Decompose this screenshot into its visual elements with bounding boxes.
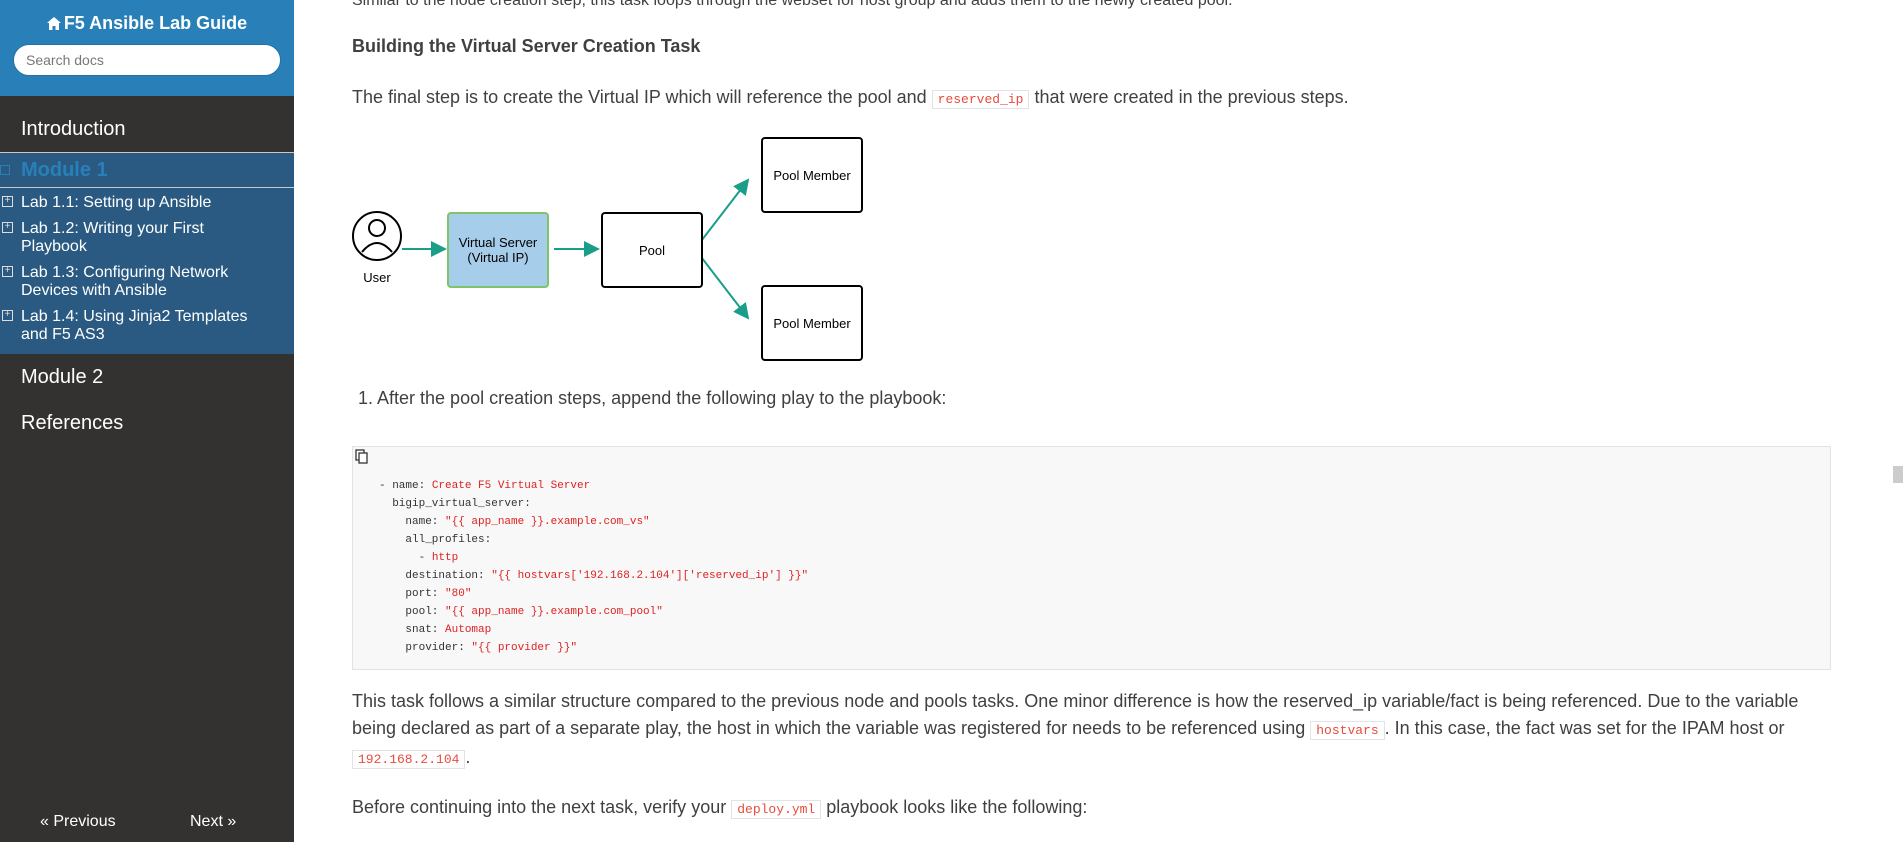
- nav-item-lab-1-4[interactable]: + Lab 1.4: Using Jinja2 Templates and F5…: [0, 304, 294, 348]
- code-value: "{{ app_name }}.example.com_pool": [445, 606, 663, 618]
- arrow-pool-to-member1: [694, 178, 750, 250]
- arrow-pool-to-member2: [694, 248, 750, 320]
- architecture-diagram: User Virtual Server (Virtual IP) Pool Po…: [352, 128, 872, 368]
- code-key: bigip_virtual_server:: [379, 498, 531, 510]
- nav-item-lab-1-1[interactable]: + Lab 1.1: Setting up Ansible: [0, 188, 294, 216]
- section-heading: Building the Virtual Server Creation Tas…: [352, 36, 701, 56]
- nav-item-module2[interactable]: Module 2: [21, 366, 104, 388]
- pager: « Previous Next »: [0, 802, 294, 842]
- diagram-connectors: [352, 178, 750, 320]
- nav-item-lab-1-3[interactable]: + Lab 1.3: Configuring Network Devices w…: [0, 260, 294, 304]
- main-content: Similar to the node creation step, this …: [294, 0, 1903, 842]
- code-dash: - name:: [379, 480, 432, 492]
- code-key: snat:: [379, 624, 446, 636]
- inline-code-hostvars: hostvars: [1310, 721, 1385, 740]
- previous-link[interactable]: « Previous: [40, 813, 116, 830]
- pool-member-box-1: Pool Member: [761, 137, 863, 213]
- next-link[interactable]: Next »: [190, 813, 237, 830]
- code-key: provider:: [379, 642, 472, 654]
- user-icon: [352, 211, 402, 261]
- code-dash: -: [379, 552, 432, 564]
- code-key: name:: [379, 516, 446, 528]
- explanation-paragraph: This task follows a similar structure co…: [352, 688, 1832, 773]
- code-value: "80": [445, 588, 472, 600]
- code-key: all_profiles:: [379, 534, 492, 546]
- para-text: This task follows a similar structure co…: [352, 691, 1799, 738]
- user-label: User: [363, 270, 391, 285]
- brand-link[interactable]: F5 Ansible Lab Guide: [0, 0, 294, 34]
- code-value: Create F5 Virtual Server: [431, 480, 591, 492]
- verify-paragraph: Before continuing into the next task, ve…: [352, 794, 1832, 823]
- plus-icon[interactable]: +: [2, 196, 13, 207]
- pool-box: Pool: [601, 212, 703, 288]
- vs-label-line2: (Virtual IP): [467, 250, 529, 265]
- nav-item-label: Lab 1.4: Using Jinja2 Templates and F5 A…: [21, 308, 248, 343]
- para-text: .: [465, 747, 471, 767]
- copy-icon[interactable]: [355, 449, 369, 465]
- inline-code-reserved-ip: reserved_ip: [931, 90, 1030, 109]
- plus-icon[interactable]: +: [2, 266, 13, 277]
- intro-text: The final step is to create the Virtual …: [352, 87, 932, 107]
- scrollbar-thumb[interactable]: [1893, 466, 1903, 483]
- nav-item-label: Lab 1.3: Configuring Network Devices wit…: [21, 264, 229, 299]
- brand-title: F5 Ansible Lab Guide: [63, 13, 248, 33]
- nav-item-label: Lab 1.2: Writing your First Playbook: [21, 220, 204, 255]
- nav-item-label: Lab 1.1: Setting up Ansible: [21, 194, 212, 211]
- para-text: Before continuing into the next task, ve…: [352, 797, 732, 817]
- code-value: "{{ app_name }}.example.com_vs": [445, 516, 650, 528]
- nav-item-lab-1-2[interactable]: + Lab 1.2: Writing your First Playbook: [0, 216, 294, 260]
- module1-subnav: + Lab 1.1: Setting up Ansible + Lab 1.2:…: [0, 188, 294, 354]
- plus-icon[interactable]: +: [2, 222, 13, 233]
- nav-item-introduction[interactable]: Introduction: [21, 118, 126, 140]
- minus-icon[interactable]: [0, 165, 10, 175]
- sidebar: F5 Ansible Lab Guide Introduction Module…: [0, 0, 294, 842]
- sidebar-nav: Introduction Module 1 + Lab 1.1: Setting…: [0, 106, 294, 446]
- code-value: "{{ provider }}": [471, 642, 578, 654]
- nav-item-module1[interactable]: Module 1: [0, 152, 294, 188]
- previous-paragraph-fragment: Similar to the node creation step, this …: [352, 0, 1233, 9]
- sidebar-header: F5 Ansible Lab Guide: [0, 0, 294, 96]
- code-key: port:: [379, 588, 446, 600]
- nav-item-references[interactable]: References: [21, 412, 124, 434]
- intro-text-end: that were created in the previous steps.: [1029, 87, 1349, 107]
- code-block: - name: Create F5 Virtual Server bigip_v…: [352, 446, 1831, 670]
- para-text: . In this case, the fact was set for the…: [1384, 718, 1785, 738]
- code-value: http: [431, 552, 459, 564]
- pool-member-box-2: Pool Member: [761, 285, 863, 361]
- virtual-server-box: Virtual Server (Virtual IP): [447, 212, 549, 288]
- page-scrollbar[interactable]: [1889, 0, 1903, 842]
- plus-icon[interactable]: +: [2, 310, 13, 321]
- inline-code-ip: 192.168.2.104: [352, 750, 466, 769]
- code-value: "{{ hostvars['192.168.2.104']['reserved_…: [491, 570, 809, 582]
- code-key: destination:: [379, 570, 492, 582]
- code-content: - name: Create F5 Virtual Server bigip_v…: [379, 477, 808, 657]
- para-text: playbook looks like the following:: [821, 797, 1088, 817]
- vs-label-line1: Virtual Server: [458, 235, 538, 250]
- virtual-server-label: Virtual Server (Virtual IP): [459, 235, 538, 265]
- intro-paragraph: The final step is to create the Virtual …: [352, 84, 1349, 113]
- step-1-text: 1. After the pool creation steps, append…: [358, 388, 947, 408]
- code-value: Automap: [445, 624, 492, 636]
- search-input[interactable]: [13, 44, 281, 76]
- inline-code-deploy-yml: deploy.yml: [731, 800, 822, 819]
- home-icon: [46, 17, 61, 30]
- nav-item-module1-label: Module 1: [21, 159, 108, 181]
- code-key: pool:: [379, 606, 446, 618]
